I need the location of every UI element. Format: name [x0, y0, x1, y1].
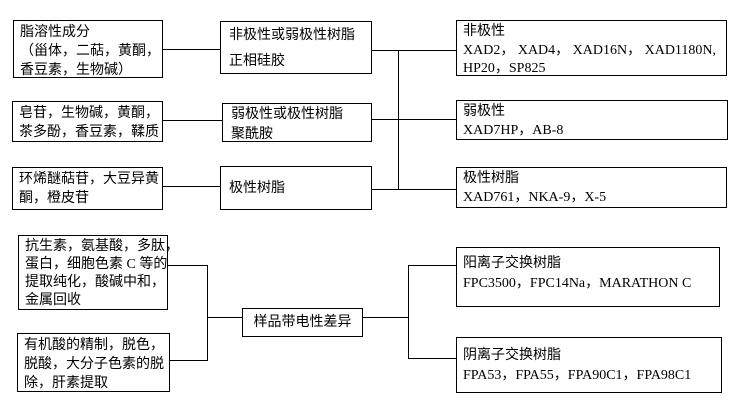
- connector-right-split-bracket: [408, 265, 409, 359]
- text-line: 蛋白，细胞色素 C 等的: [25, 257, 168, 272]
- connector-nonpolar-to-models: [372, 50, 456, 51]
- text-line: 非极性: [463, 24, 505, 39]
- text-line: （甾体，二萜，黄酮，: [20, 44, 160, 59]
- box-saponin-sources: 皂苷，生物碱，黄酮， 茶多酚，香豆素，鞣质: [12, 101, 163, 142]
- connector-to-anion-box: [408, 358, 456, 359]
- connector-lipid-to-nonpolar: [163, 49, 220, 50]
- text-line: 非极性或弱极性树脂: [229, 28, 355, 43]
- box-polar-resin-models: 极性树脂 XAD761，NKA-9，X-5: [456, 167, 727, 208]
- text-line: XAD761，NKA-9，X-5: [463, 189, 607, 205]
- connector-weakpolar-to-models: [372, 119, 456, 120]
- connector-organic-acid-stub: [170, 360, 207, 361]
- text-line: 聚酰胺: [231, 127, 273, 142]
- text-line: 阳离子交换树脂: [463, 256, 561, 271]
- connector-iridoid-to-polar: [163, 186, 220, 187]
- text-line: 茶多酚，香豆素，鞣质: [19, 125, 159, 140]
- text-line: 皂苷，生物碱，黄酮，: [19, 106, 159, 121]
- text-line: FPA53，FPA55，FPA90C1，FPA98C1: [463, 368, 692, 383]
- text-line: 酮，橙皮苷: [19, 191, 89, 206]
- box-biomolecule-applications: 抗生素，氨基酸，多肽， 蛋白，细胞色素 C 等的 提取纯化，酸碱中和， 金属回收: [18, 235, 179, 310]
- text-line: 阴离子交换树脂: [463, 348, 561, 363]
- text-line: 有机酸的精制，脱色，: [24, 338, 164, 353]
- text-line: 样品带电性差异: [253, 315, 352, 330]
- connector-saponin-to-weakpolar: [163, 120, 222, 121]
- box-lipid-soluble-components: 脂溶性成分 （甾体，二萜，黄酮， 香豆素，生物碱）: [13, 20, 163, 78]
- connector-top-vertical-bus: [398, 50, 399, 190]
- box-iridoid-sources: 环烯醚萜苷，大豆异黄 酮，橙皮苷: [12, 167, 163, 210]
- text-line: 提取纯化，酸碱中和，: [25, 275, 165, 290]
- text-line: 金属回收: [25, 293, 81, 308]
- box-organic-acid-applications: 有机酸的精制，脱色， 脱酸，大分子色素的脱 除，肝素提取: [17, 333, 170, 392]
- text-line: 抗生素，氨基酸，多肽，: [25, 239, 179, 254]
- text-line: HP20，SP825: [463, 61, 546, 76]
- text-line: XAD2， XAD4， XAD16N， XAD1180N,: [463, 42, 717, 58]
- text-line: FPC3500，FPC14Na，MARATHON C: [463, 276, 692, 291]
- text-line: 弱极性: [463, 104, 505, 119]
- box-anion-exchange-resins: 阴离子交换树脂 FPA53，FPA55，FPA90C1，FPA98C1: [456, 337, 722, 393]
- connector-biomolecule-stub: [168, 265, 207, 266]
- box-sample-charge-difference: 样品带电性差异: [242, 308, 363, 337]
- text-line: 正相硅胶: [229, 54, 285, 69]
- connector-polar-to-models: [372, 189, 456, 190]
- box-nonpolar-or-weakpolar-resin: 非极性或弱极性树脂 正相硅胶: [220, 21, 372, 74]
- text-line: 除，肝素提取: [24, 376, 108, 391]
- connector-to-cation-box: [408, 265, 456, 266]
- box-cation-exchange-resins: 阳离子交换树脂 FPC3500，FPC14Na，MARATHON C: [456, 247, 720, 307]
- text-line: 极性树脂: [229, 180, 285, 196]
- connector-bracket-to-hub: [207, 317, 242, 318]
- connector-hub-to-bracket: [363, 317, 408, 318]
- text-line: 极性树脂: [463, 171, 519, 186]
- text-line: XAD7HP，AB-8: [463, 122, 564, 138]
- box-polar-resin: 极性树脂: [220, 166, 372, 210]
- box-weakpolar-resin-models: 弱极性 XAD7HP，AB-8: [456, 100, 728, 140]
- text-line: 环烯醚萜苷，大豆异黄: [19, 172, 159, 187]
- connector-left-merge-bracket: [207, 265, 208, 361]
- text-line: 弱极性或极性树脂: [231, 107, 343, 122]
- text-line: 脂溶性成分: [20, 25, 90, 40]
- text-line: 脱酸，大分子色素的脱: [24, 357, 164, 372]
- text-line: 香豆素，生物碱）: [20, 63, 132, 78]
- box-weakpolar-or-polar-resin: 弱极性或极性树脂 聚酰胺: [222, 103, 372, 142]
- box-nonpolar-resin-models: 非极性 XAD2， XAD4， XAD16N， XAD1180N, HP20，S…: [456, 20, 727, 76]
